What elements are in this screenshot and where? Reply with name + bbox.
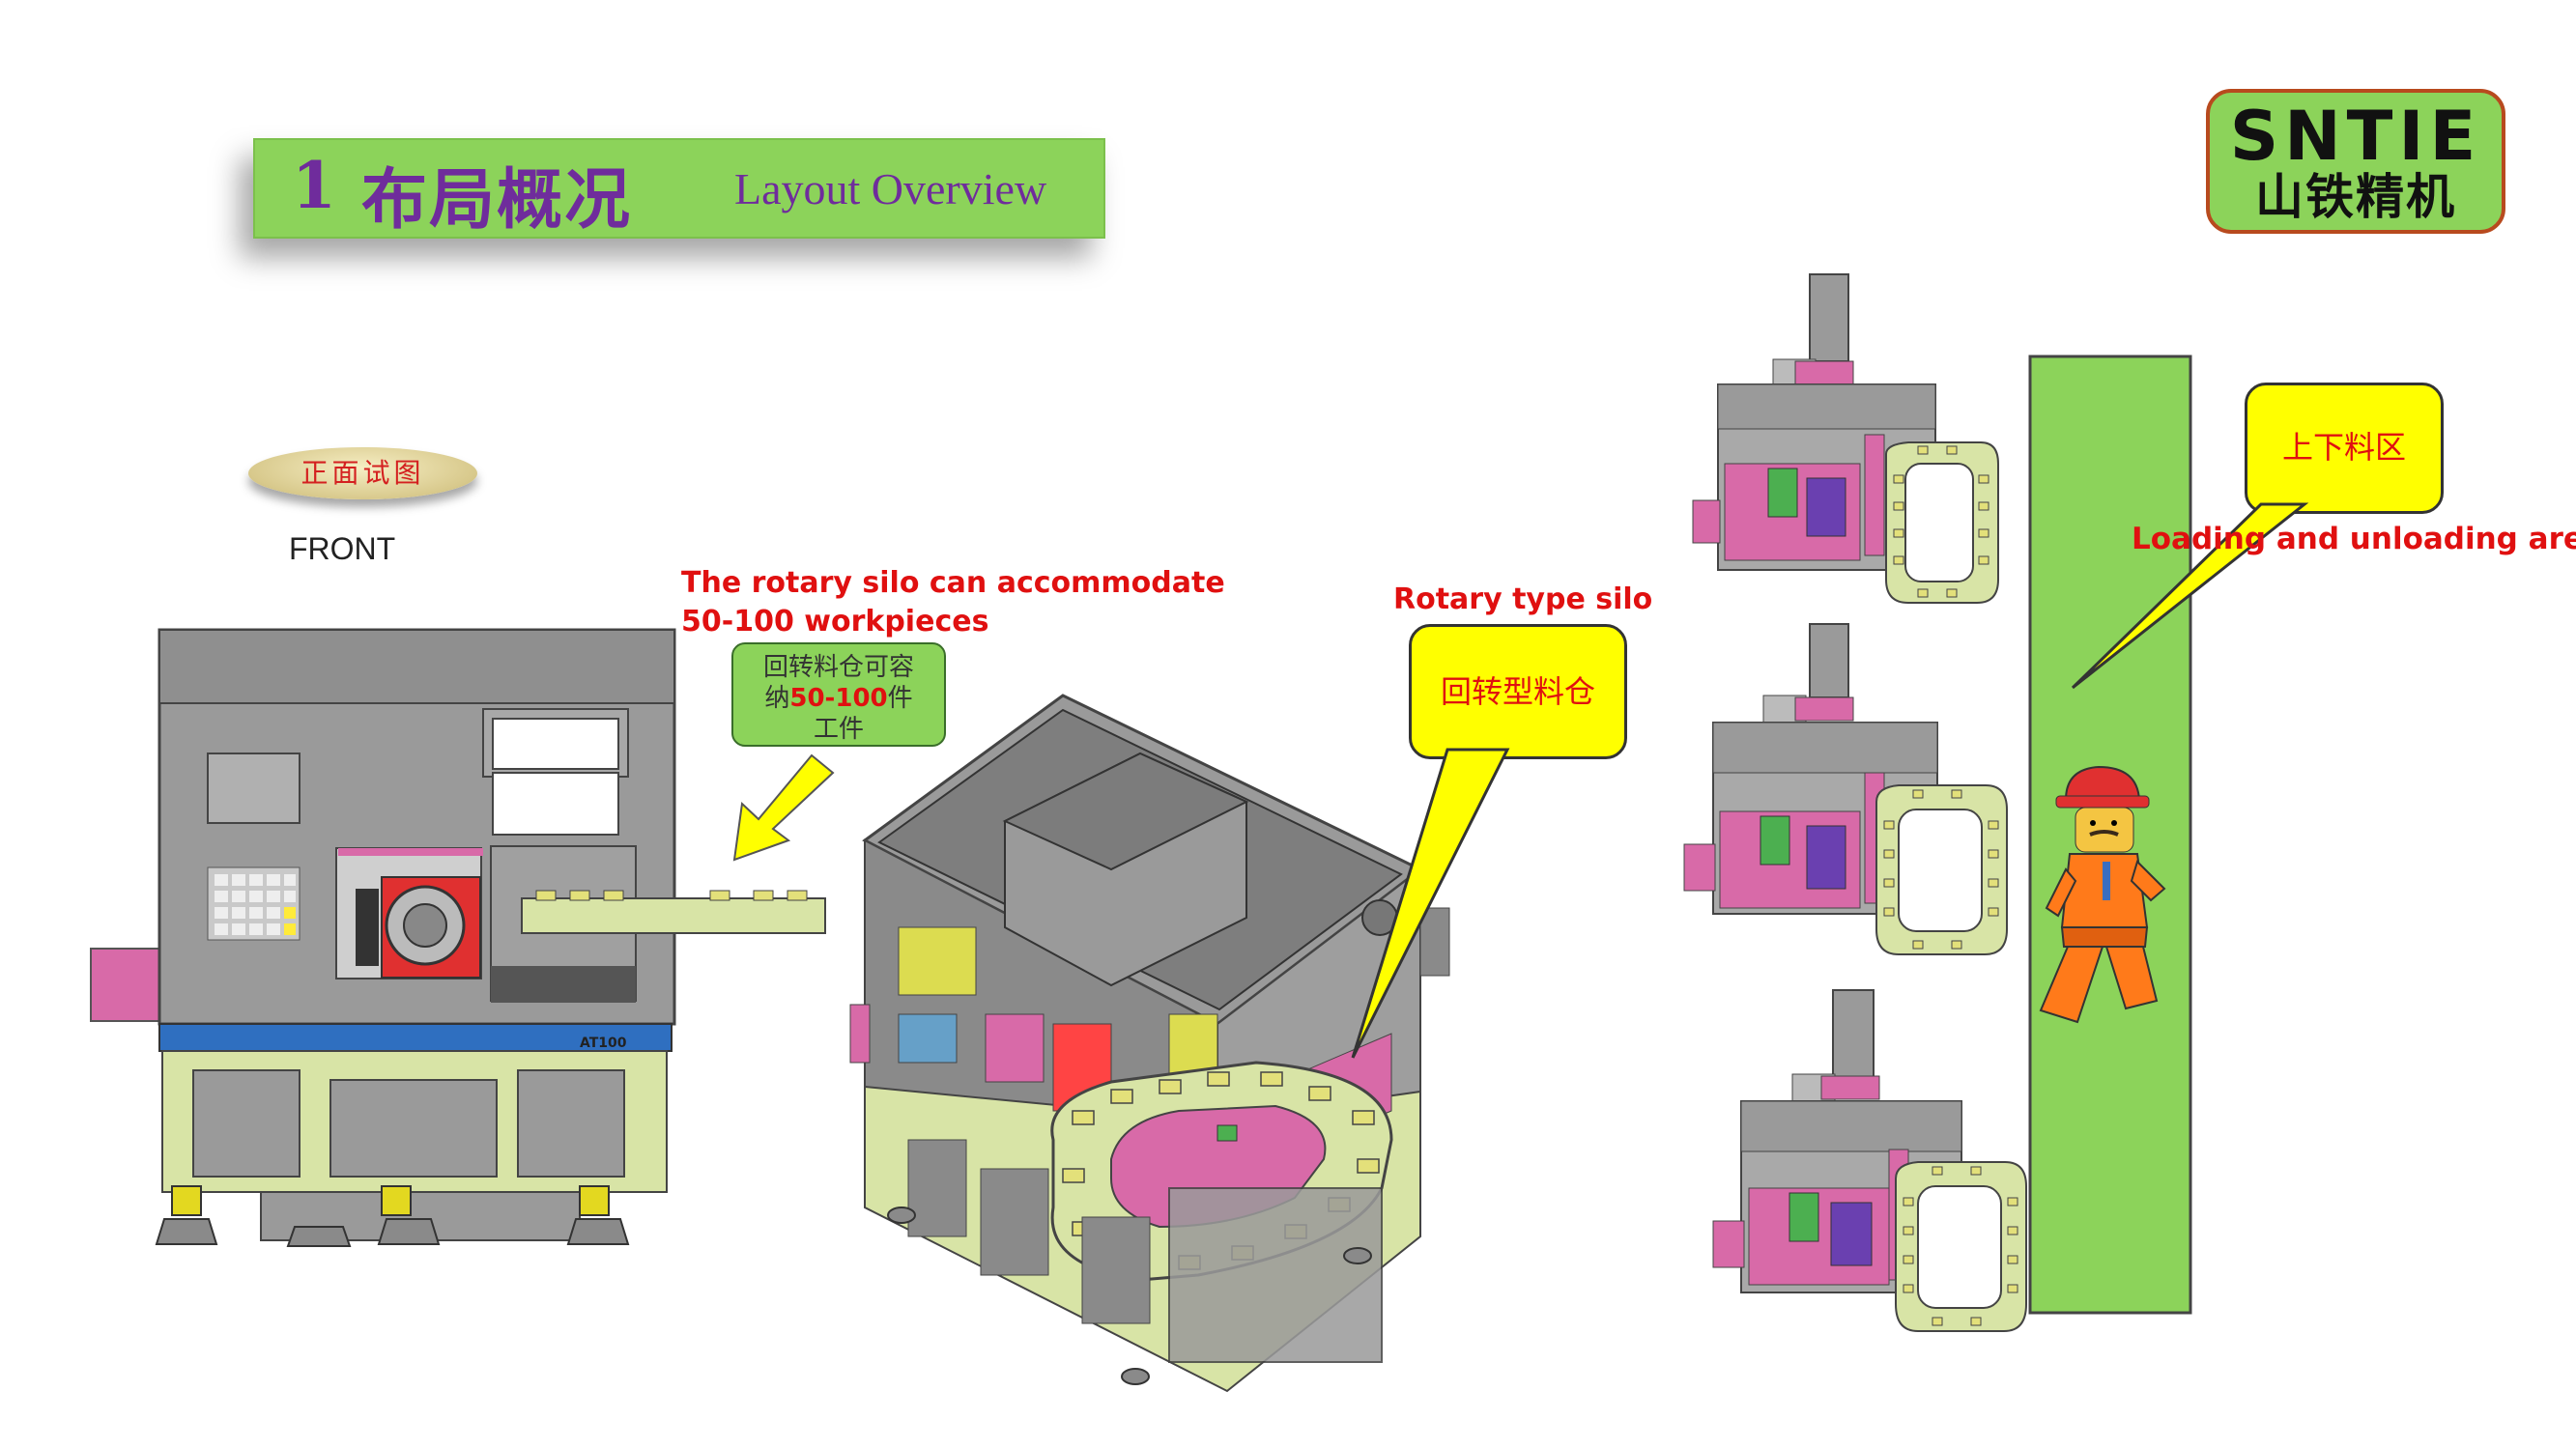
silo-capacity-box: 回转料仓可容 纳50-100件 工件 xyxy=(731,642,946,747)
title-chinese: 布局概况 xyxy=(361,161,633,239)
front-silo-tray xyxy=(521,890,826,934)
silo-box-line2: 纳50-100件 xyxy=(733,683,944,714)
control-keypad xyxy=(207,866,301,941)
loading-area-label: Loading and unloading area xyxy=(2132,522,2576,556)
front-view-machine: AT100 xyxy=(90,628,826,1247)
machine-model-label: AT100 xyxy=(580,1036,627,1051)
title-english: Layout Overview xyxy=(734,164,1047,213)
company-logo: SNTIE 山铁精机 xyxy=(2206,89,2505,234)
silo-box-line1: 回转料仓可容 xyxy=(762,653,914,682)
silo-note-line1: The rotary silo can accommodate xyxy=(681,566,1225,600)
top-view-machine-3 xyxy=(1712,989,2027,1332)
loading-bubble-tail xyxy=(2071,502,2309,690)
logo-english: SNTIE xyxy=(2229,97,2482,176)
title-number: 1 xyxy=(292,148,336,223)
top-view-machine-2 xyxy=(1683,623,2008,955)
silo-capacity-note: The rotary silo can accommodate 50-100 w… xyxy=(681,564,1225,641)
silo-arrow xyxy=(732,753,835,862)
spindle-chuck xyxy=(356,876,481,979)
front-label: FRONT xyxy=(289,531,396,566)
silo-box-range: 50-100 xyxy=(789,684,888,713)
loading-area-bubble: 上下料区 xyxy=(2245,383,2444,514)
silo-box-prefix: 纳 xyxy=(764,684,790,713)
isometric-machine xyxy=(849,694,1450,1393)
rotary-silo-label: Rotary type silo xyxy=(1393,582,1653,616)
silo-box-line3: 工件 xyxy=(813,715,864,744)
worker-figure xyxy=(2039,765,2166,1024)
top-view-machines xyxy=(1683,273,2027,1332)
rotary-silo-bubble: 回转型料仓 xyxy=(1409,624,1627,759)
silo-note-line2: 50-100 workpieces xyxy=(681,605,989,639)
top-view-machine-1 xyxy=(1692,273,1999,604)
silo-box-suffix: 件 xyxy=(887,684,913,713)
logo-chinese: 山铁精机 xyxy=(2255,169,2456,225)
front-view-badge: 正面试图 xyxy=(248,447,477,499)
title-bar: 1 布局概况 Layout Overview xyxy=(253,138,1105,239)
rotary-bubble-tail xyxy=(1351,748,1510,1059)
